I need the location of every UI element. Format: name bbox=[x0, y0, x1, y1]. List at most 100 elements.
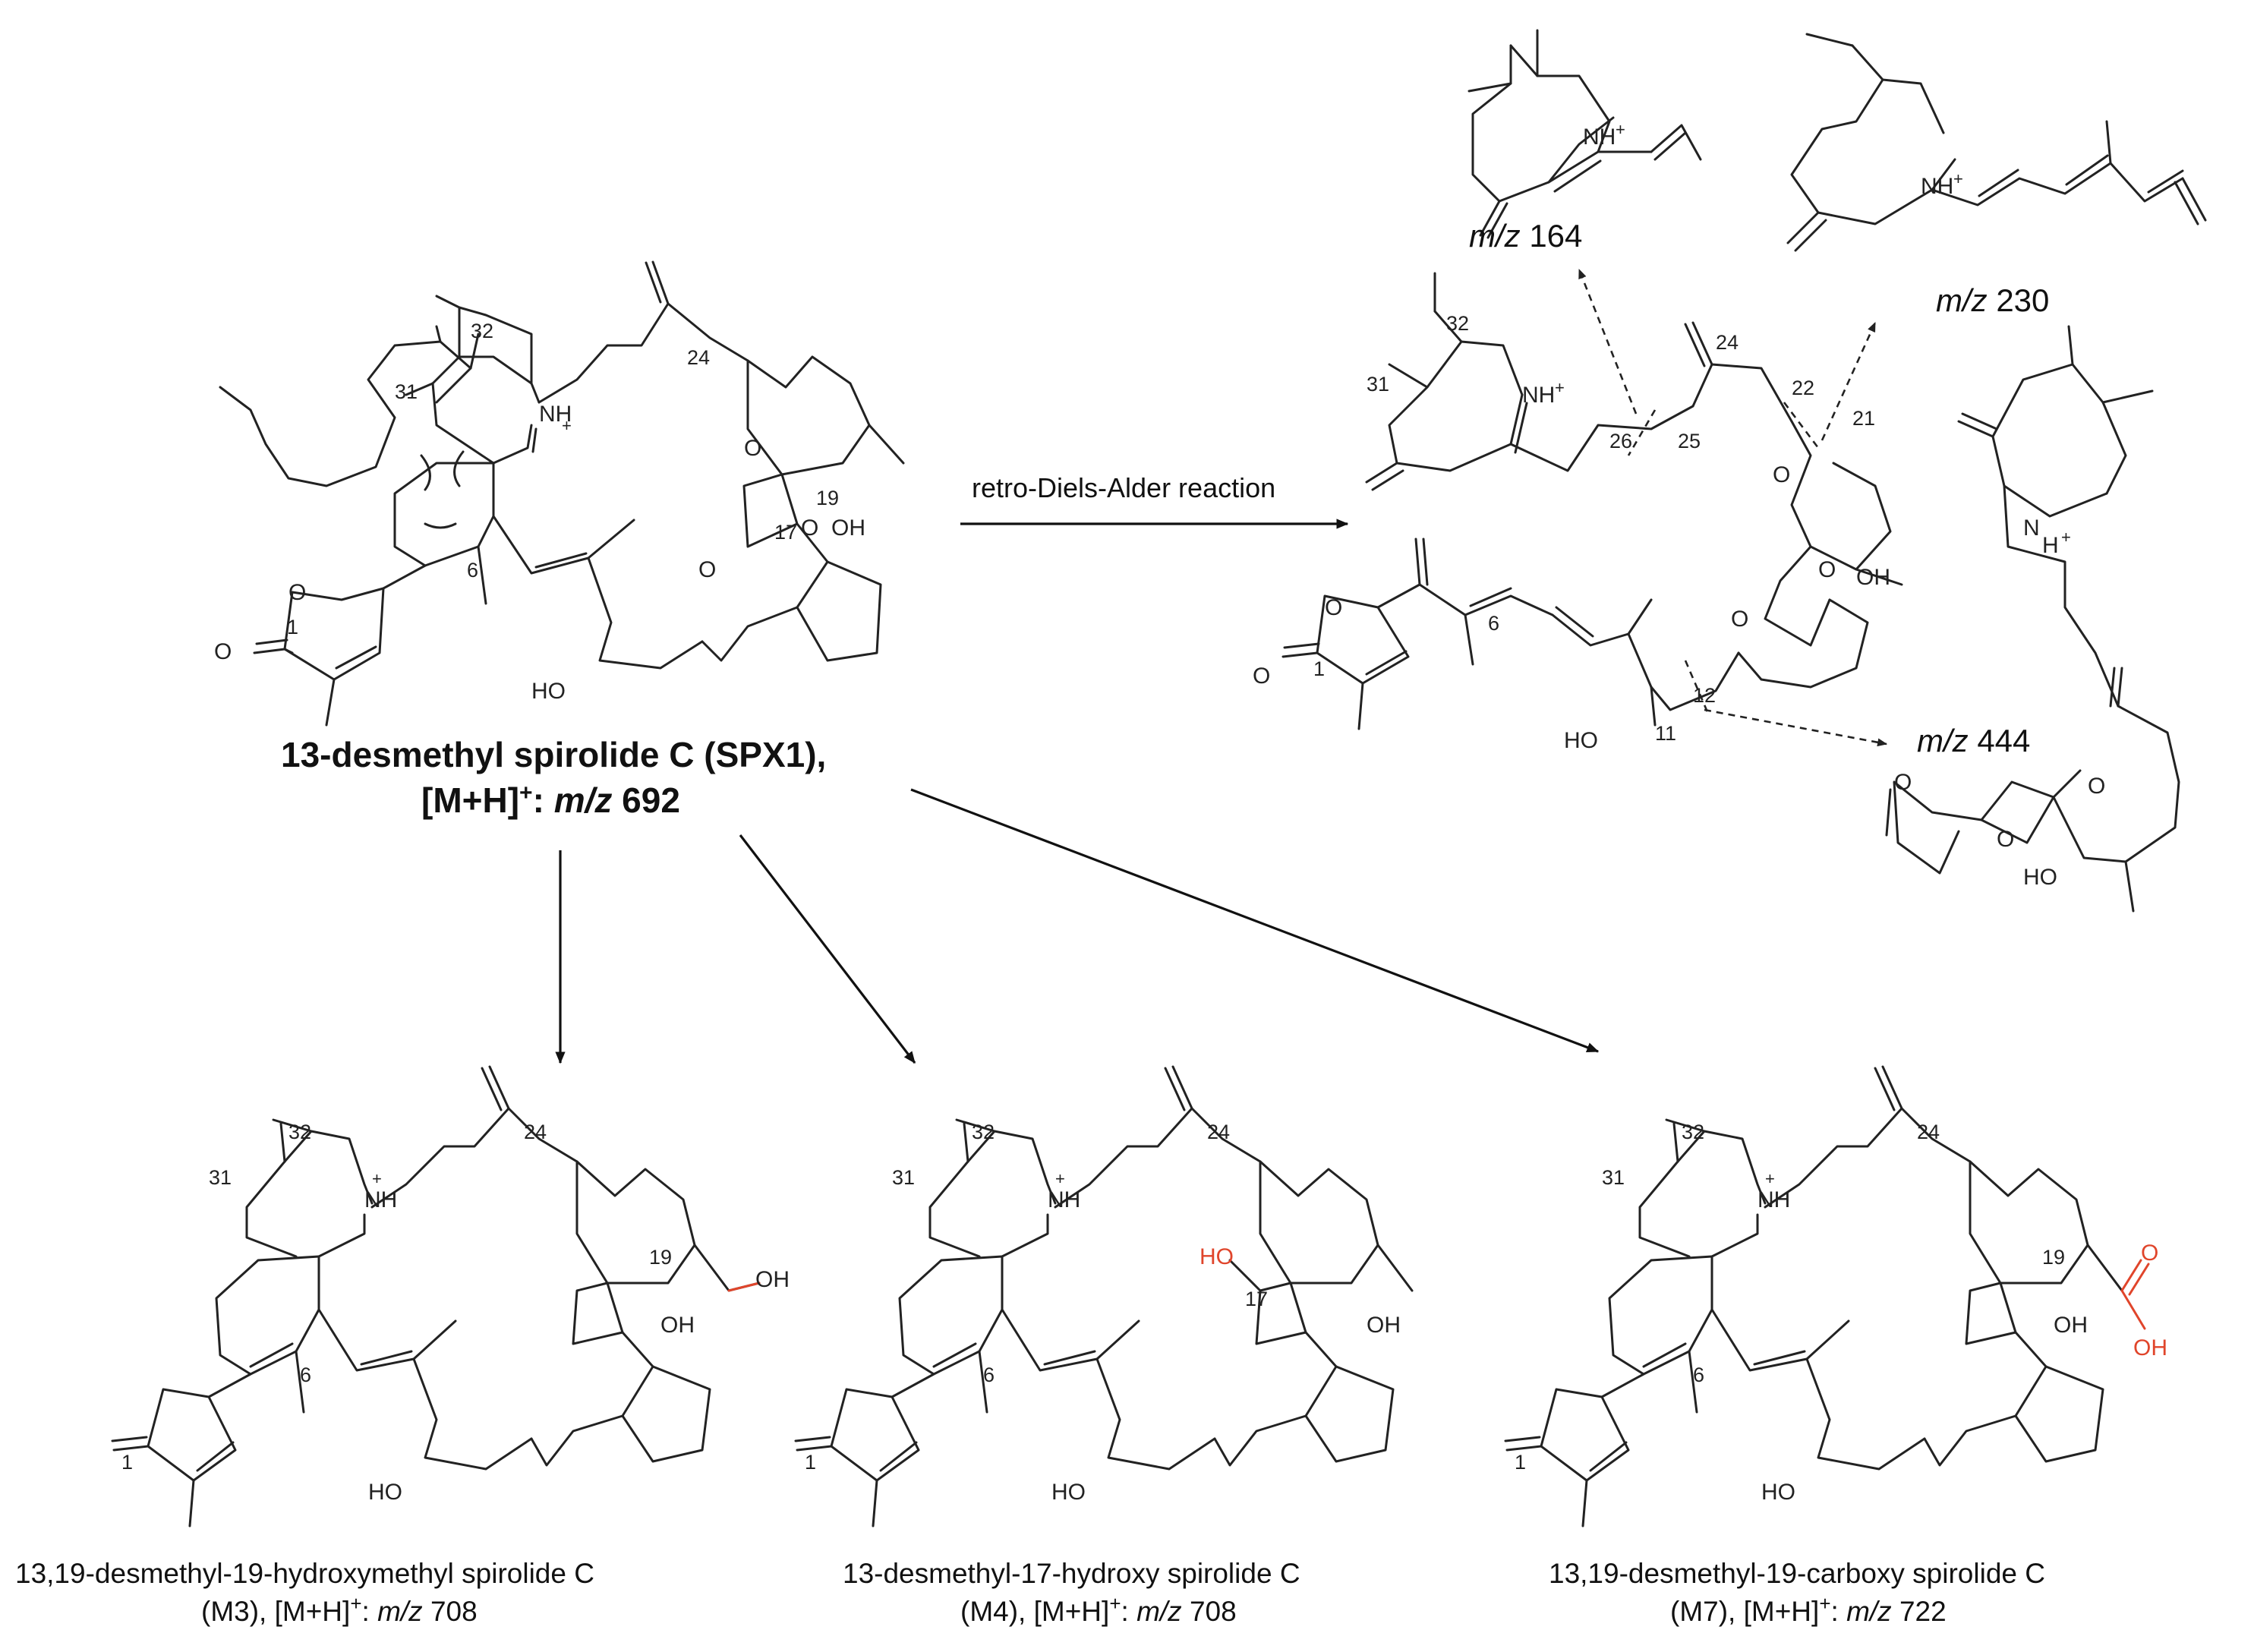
m7-oh-red: OH bbox=[2133, 1335, 2167, 1360]
m7-charge: + bbox=[1765, 1169, 1775, 1188]
rda-c12: 12 bbox=[1693, 684, 1716, 707]
m4-c32: 32 bbox=[972, 1121, 995, 1143]
parent-oh: OH bbox=[831, 515, 865, 541]
rda-c32: 32 bbox=[1446, 312, 1469, 335]
metabolite-m7-structure bbox=[1504, 1065, 2150, 1527]
m7-c32: 32 bbox=[1682, 1121, 1704, 1143]
f444-o1: O bbox=[1894, 770, 1912, 795]
parent-o-spiro: O bbox=[801, 515, 818, 541]
parent-nh-charge: + bbox=[562, 416, 572, 435]
rda-o3: O bbox=[1731, 607, 1748, 632]
m3-oh: OH bbox=[660, 1313, 695, 1338]
m4-name: 13-desmethyl-17-hydroxy spirolide C bbox=[843, 1558, 1300, 1589]
m4-ho-red: HO bbox=[1200, 1244, 1234, 1269]
m4-c31: 31 bbox=[892, 1166, 915, 1189]
m4-c24: 24 bbox=[1207, 1121, 1230, 1143]
m3-c6: 6 bbox=[300, 1364, 311, 1386]
arrow-to-m7 bbox=[910, 788, 1600, 1053]
m7-c19: 19 bbox=[2042, 1246, 2065, 1269]
m4-oh: OH bbox=[1367, 1313, 1401, 1338]
parent-ho: HO bbox=[531, 679, 566, 704]
parent-c6: 6 bbox=[467, 559, 478, 582]
f444-n: N bbox=[2023, 515, 2040, 541]
m4-nh: NH bbox=[1048, 1187, 1080, 1212]
parent-c24: 24 bbox=[687, 346, 710, 369]
m7-c31: 31 bbox=[1602, 1166, 1625, 1189]
m3-c19: 19 bbox=[649, 1246, 672, 1269]
f164-charge: + bbox=[1616, 120, 1625, 139]
parent-molecule bbox=[253, 260, 905, 727]
rda-c22: 22 bbox=[1792, 377, 1814, 399]
rda-c1: 1 bbox=[1313, 657, 1325, 680]
fragment-230-label: m/z 230 bbox=[1936, 282, 2049, 318]
fragment-444 bbox=[1885, 325, 2180, 913]
m3-charge: + bbox=[372, 1169, 382, 1188]
m3-c1: 1 bbox=[121, 1451, 133, 1474]
m4-ion: (M4), [M+H]+: m/z 708 bbox=[960, 1592, 1237, 1627]
m7-ion: (M7), [M+H]+: m/z 722 bbox=[1670, 1592, 1947, 1627]
fragment-444-label: m/z 444 bbox=[1917, 723, 2030, 758]
f444-o2: O bbox=[2088, 774, 2105, 799]
m4-c6: 6 bbox=[983, 1364, 995, 1386]
parent-o-pyran: O bbox=[744, 436, 761, 461]
m3-c31: 31 bbox=[209, 1166, 232, 1189]
m4-c17: 17 bbox=[1245, 1288, 1268, 1310]
m7-oh: OH bbox=[2054, 1313, 2088, 1338]
rda-c21: 21 bbox=[1852, 407, 1875, 430]
m4-ho: HO bbox=[1051, 1480, 1086, 1505]
m3-ion: (M3), [M+H]+: m/z 708 bbox=[201, 1592, 478, 1627]
m3-name: 13,19-desmethyl-19-hydroxymethyl spiroli… bbox=[15, 1558, 594, 1589]
fragment-164-label: m/z 164 bbox=[1469, 218, 1582, 254]
parent-c31: 31 bbox=[395, 380, 418, 403]
rda-c11: 11 bbox=[1655, 722, 1676, 745]
m7-c24: 24 bbox=[1917, 1121, 1940, 1143]
parent-ion: [M+H]+: m/z 692 bbox=[421, 780, 680, 820]
rda-ho: HO bbox=[1564, 728, 1598, 753]
m7-name: 13,19-desmethyl-19-carboxy spirolide C bbox=[1549, 1558, 2045, 1589]
rda-o2: O bbox=[1818, 557, 1836, 582]
m7-nh: NH bbox=[1757, 1187, 1790, 1212]
m7-c1: 1 bbox=[1515, 1451, 1526, 1474]
rda-c26: 26 bbox=[1609, 430, 1632, 452]
parent-nh: NH bbox=[539, 402, 572, 427]
m3-ho: HO bbox=[368, 1480, 402, 1505]
m3-c32: 32 bbox=[288, 1121, 311, 1143]
metabolite-m4-structure bbox=[794, 1065, 1414, 1527]
rda-o1: O bbox=[1773, 462, 1790, 487]
rda-o-lactone: O bbox=[1325, 595, 1342, 620]
m4-charge: + bbox=[1055, 1169, 1065, 1188]
arrow-to-m4 bbox=[739, 834, 916, 1064]
fragment-230 bbox=[1786, 33, 2207, 252]
f444-h: H bbox=[2042, 533, 2059, 558]
metabolite-m3-structure bbox=[111, 1065, 761, 1527]
rda-nh: NH bbox=[1522, 383, 1555, 408]
m7-o-red: O bbox=[2141, 1241, 2158, 1266]
parent-c1: 1 bbox=[287, 616, 298, 638]
f164-nh: NH bbox=[1583, 125, 1616, 150]
f444-charge: + bbox=[2061, 528, 2071, 547]
parent-structure bbox=[219, 325, 480, 487]
m3-nh: NH bbox=[364, 1187, 397, 1212]
parent-o-carbonyl: O bbox=[214, 639, 232, 664]
parent-c19: 19 bbox=[816, 487, 839, 509]
m7-ho: HO bbox=[1761, 1480, 1795, 1505]
f444-o3: O bbox=[1997, 827, 2014, 852]
rda-o-carbonyl: O bbox=[1253, 664, 1270, 689]
m7-c6: 6 bbox=[1693, 1364, 1704, 1386]
rda-c24: 24 bbox=[1716, 331, 1739, 354]
fragment-164 bbox=[1467, 29, 1702, 239]
m3-oh-red: OH bbox=[755, 1267, 790, 1292]
rda-c6: 6 bbox=[1488, 612, 1499, 635]
parent-o-lactone: O bbox=[288, 580, 306, 605]
rda-product bbox=[1281, 268, 1903, 747]
m4-c1: 1 bbox=[805, 1451, 816, 1474]
rda-c25: 25 bbox=[1678, 430, 1701, 452]
reaction-label: retro-Diels-Alder reaction bbox=[972, 472, 1275, 503]
parent-name: 13-desmethyl spirolide C (SPX1), bbox=[281, 735, 826, 774]
parent-o-thf: O bbox=[698, 557, 716, 582]
rda-c31: 31 bbox=[1367, 373, 1389, 396]
f230-nh: NH bbox=[1921, 174, 1953, 199]
m3-c24: 24 bbox=[524, 1121, 547, 1143]
f230-charge: + bbox=[1953, 169, 1963, 188]
